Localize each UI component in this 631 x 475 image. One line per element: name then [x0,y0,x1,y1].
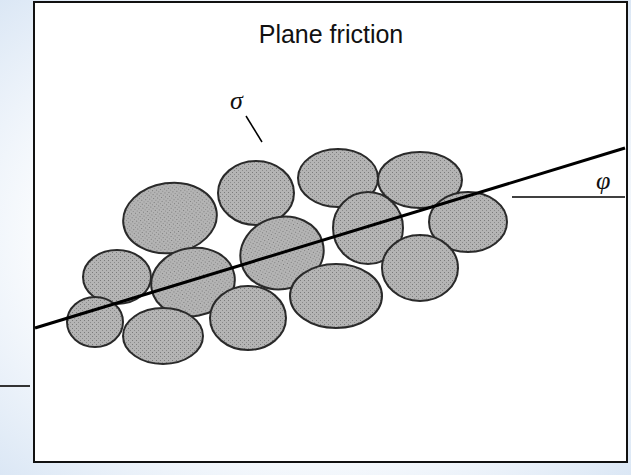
angle-symbol: φ [596,168,610,194]
panel-frame [34,2,627,462]
slide-rule [0,385,30,387]
diagram-title: Plane friction [259,22,404,47]
stress-symbol: σ [230,88,243,114]
leader-line [246,116,262,142]
horizontal-reference [512,196,625,198]
friction-plane [35,148,625,328]
grains [67,149,507,364]
